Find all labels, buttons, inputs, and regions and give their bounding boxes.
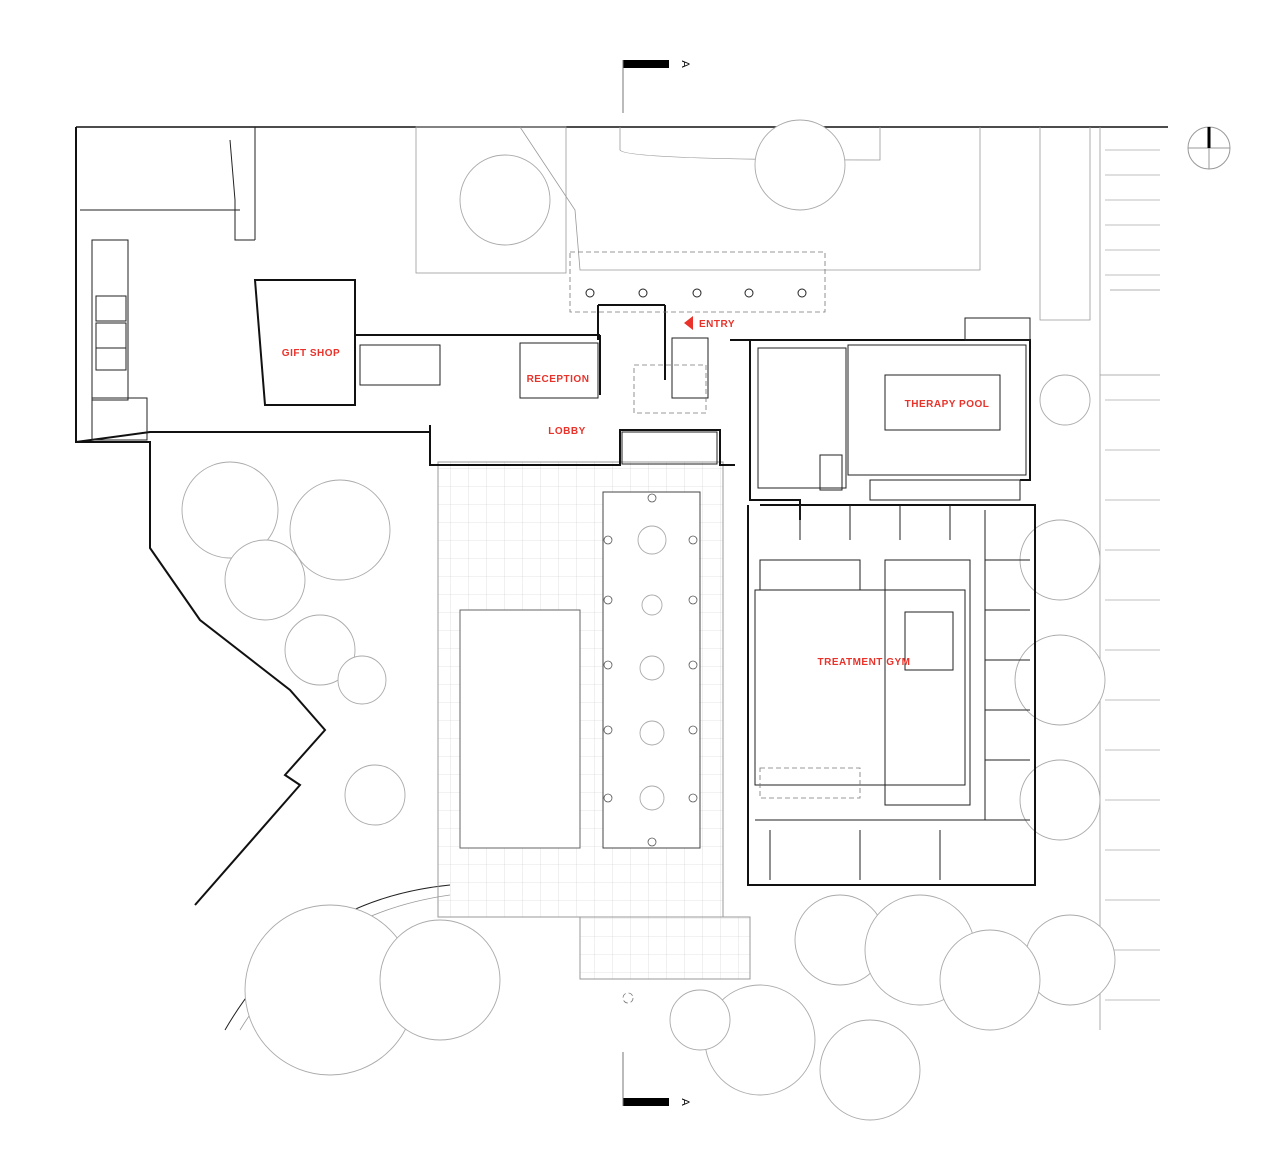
building-walls [253,251,1036,886]
svg-text:A: A [679,1098,691,1106]
label-lobby: LOBBY [548,426,586,437]
section-marker-top: A [622,60,691,113]
label-gift-shop: GIFT SHOP [282,348,340,359]
label-treatment-gym: TREATMENT GYM [818,657,911,668]
label-therapy-pool: THERAPY POOL [905,399,990,410]
parking-stripes [1105,149,1160,1001]
existing-building [75,127,430,906]
courtyard [437,461,751,980]
svg-text:A: A [679,60,691,68]
north-arrow-icon [1187,126,1231,170]
label-reception: RECEPTION [527,374,590,385]
trees [181,119,1116,1121]
label-entry: ENTRY [699,319,735,330]
entry-arrow-icon [684,316,693,330]
section-marker-bottom: A [622,1052,691,1106]
